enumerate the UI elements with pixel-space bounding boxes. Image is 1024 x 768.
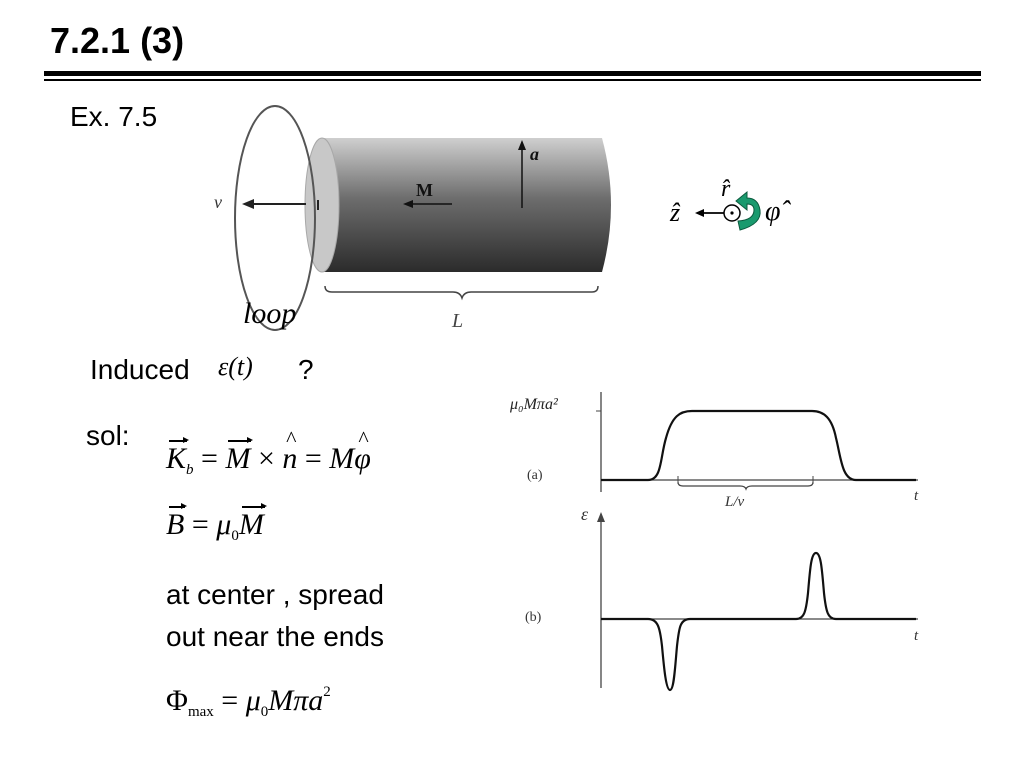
- graph-b-emf-curve: [601, 551, 916, 692]
- loop-label: loop: [243, 297, 297, 330]
- phi-hat-label: φ̂: [765, 196, 781, 227]
- solution-label: sol:: [86, 420, 130, 451]
- graph-b-x-label: t: [914, 628, 919, 644]
- title-rule-thin: [44, 79, 981, 81]
- eq2-mu: μ: [216, 508, 232, 541]
- eq1-equals-b: =: [304, 442, 322, 475]
- cylinder-figure: [234, 105, 611, 331]
- graph-a-span-label: L/v: [725, 494, 745, 510]
- eq3-Phi: Φ: [166, 684, 188, 717]
- eq2-equals: =: [191, 508, 209, 541]
- eq2-zero: 0: [231, 528, 239, 544]
- title-rule-thick: [44, 71, 981, 76]
- eq1-K: K: [166, 437, 190, 475]
- eq1-times: ×: [257, 442, 275, 475]
- graph-a-ymax-label: μ₀Mπa²: [510, 396, 558, 413]
- question-mark: ?: [298, 354, 314, 385]
- eq1-M2: M: [329, 442, 355, 475]
- cylinder-end-face: [304, 137, 340, 273]
- emf-symbol: ε(t): [218, 352, 253, 381]
- velocity-arrowhead: [242, 199, 254, 209]
- graph-b-panel-label: (b): [525, 610, 542, 625]
- graph-b-y-label: ε: [581, 504, 589, 524]
- eq1-equals-a: =: [201, 442, 218, 475]
- graph-a-flux-curve: [601, 409, 916, 482]
- eq3-pi: π: [293, 684, 309, 717]
- example-label: Ex. 7.5: [70, 101, 158, 132]
- eq3-a: a: [308, 684, 324, 717]
- eq3-max: max: [187, 704, 214, 720]
- eq1-b: b: [186, 462, 194, 478]
- radius-label: a: [530, 144, 539, 164]
- eq2-M: M: [238, 503, 267, 541]
- length-bracket: [324, 285, 599, 301]
- eq1-phi: φ: [354, 426, 371, 476]
- slide-title: 7.2.1 (3): [50, 20, 185, 61]
- eq3-mu: μ: [245, 684, 261, 717]
- r-hat-label: r̂: [721, 176, 731, 202]
- eq3-M: M: [268, 684, 294, 717]
- graph-a-span-bracket: [677, 481, 814, 491]
- note-line-2: out near the ends: [166, 621, 384, 652]
- z-hat-label: ẑ: [670, 198, 681, 227]
- loop-ellipse: [234, 105, 316, 331]
- equation-surface-current: Kb = M × n = Mφ: [166, 426, 371, 479]
- eq3-zero: 0: [260, 704, 269, 720]
- coordinate-symbol: [695, 190, 761, 231]
- equation-max-flux: Φmax = μ0Mπa2: [166, 684, 331, 721]
- eq1-M1: M: [225, 437, 254, 475]
- eq1-n: n: [282, 426, 297, 476]
- eq2-B: B: [166, 503, 188, 541]
- field-note: at center , spread out near the ends: [166, 574, 384, 658]
- flux-emf-graphs: [596, 392, 918, 692]
- magnetization-label: M: [416, 180, 433, 200]
- note-line-1: at center , spread: [166, 579, 384, 610]
- eq3-two: 2: [323, 684, 331, 700]
- eq3-equals: =: [221, 684, 239, 717]
- velocity-label: v: [214, 192, 222, 212]
- equation-magnetic-field: B = μ0M: [166, 503, 267, 545]
- phi-curved-arrow: [735, 190, 761, 231]
- graph-a-panel-label: (a): [527, 468, 543, 483]
- graph-a-x-label: t: [914, 488, 919, 504]
- length-label: L: [452, 310, 464, 332]
- induced-label: Induced: [90, 354, 190, 385]
- cylinder-body: [322, 138, 611, 272]
